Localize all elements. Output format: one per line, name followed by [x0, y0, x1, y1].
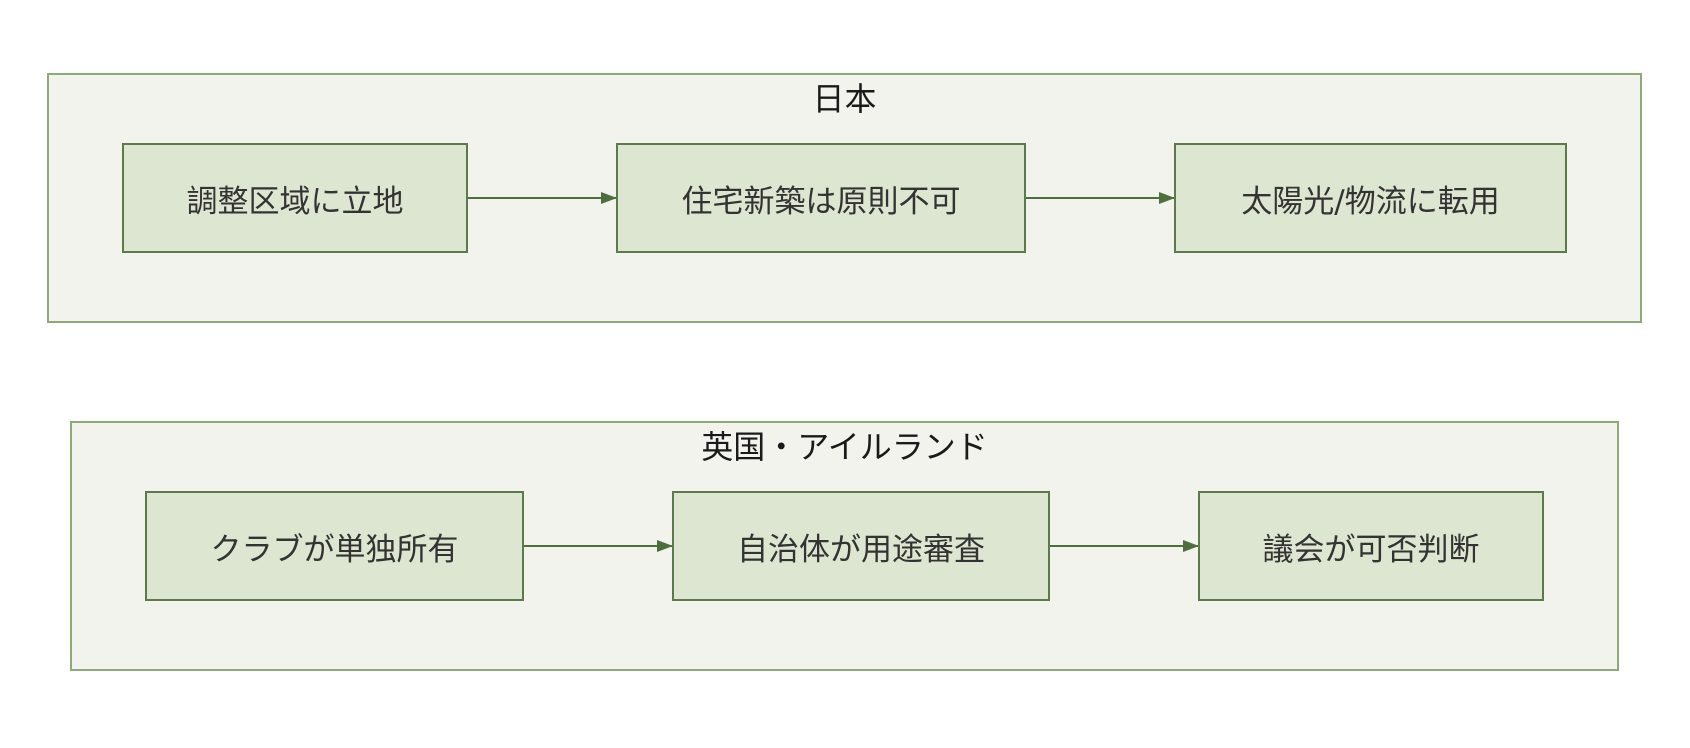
node-club-ownership: クラブが単独所有: [145, 491, 524, 601]
cluster-title: 英国・アイルランド: [701, 428, 988, 466]
node-municipal-review: 自治体が用途審査: [672, 491, 1050, 601]
node-council-decision: 議会が可否判断: [1198, 491, 1544, 601]
node-housing-restriction: 住宅新築は原則不可: [616, 143, 1026, 253]
node-conversion: 太陽光/物流に転用: [1174, 143, 1567, 253]
node-location: 調整区域に立地: [122, 143, 468, 253]
cluster-title: 日本: [812, 80, 877, 118]
